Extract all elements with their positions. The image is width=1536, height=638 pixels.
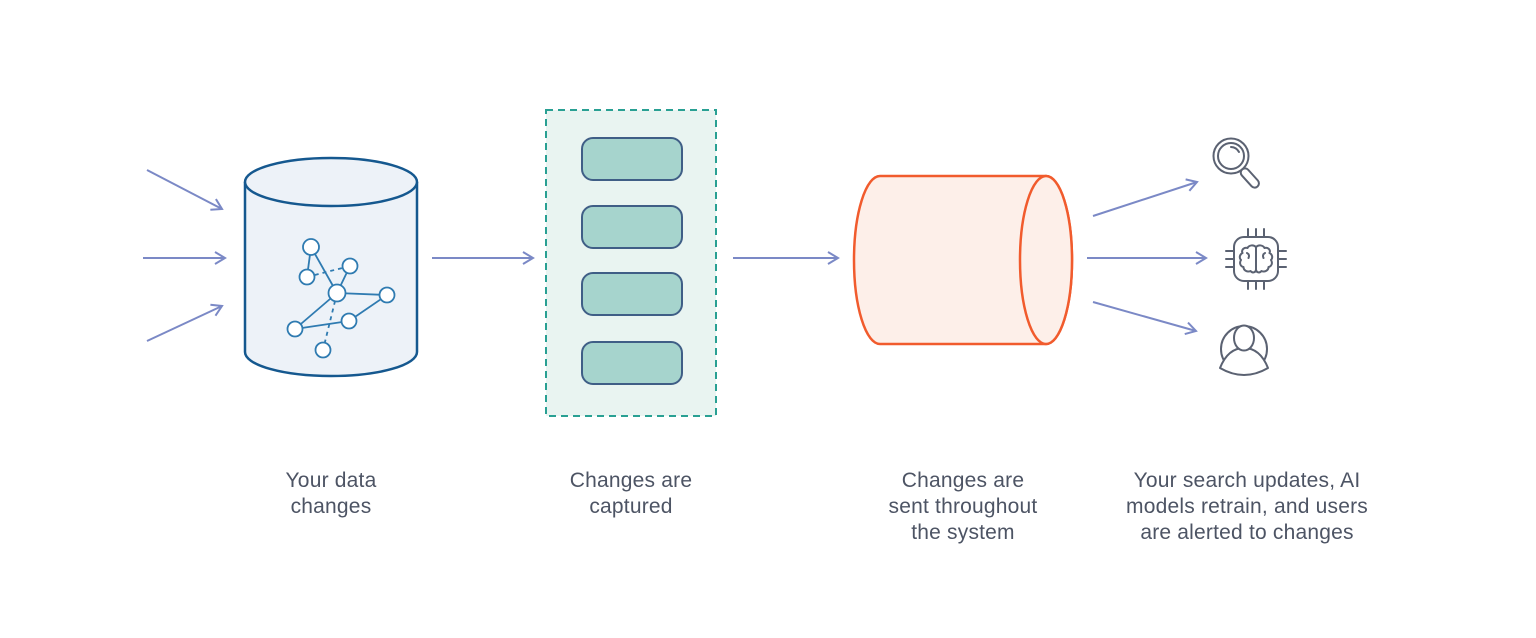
caption-consumers: Your search updates, AI models retrain, …: [1126, 469, 1368, 544]
change-record: [581, 341, 683, 385]
fanout-arrows: [1087, 178, 1208, 336]
change-record: [581, 205, 683, 249]
brain-glyph: [1238, 244, 1274, 274]
caption-capture: Changes are captured: [569, 469, 693, 518]
user-icon: [1219, 324, 1269, 376]
ai-chip-icon: [1225, 228, 1287, 290]
change-record: [581, 137, 683, 181]
stream-pipe-cylinder: [852, 174, 1074, 346]
inbound-arrows: [143, 169, 227, 342]
caption-stream: Changes are sent throughout the system: [888, 469, 1038, 544]
capture-box: [545, 109, 717, 417]
search-icon: [1212, 137, 1260, 189]
caption-source: Your data changes: [285, 469, 377, 518]
data-graph: [286, 238, 396, 359]
change-record: [581, 272, 683, 316]
source-database-cylinder: [243, 156, 419, 378]
